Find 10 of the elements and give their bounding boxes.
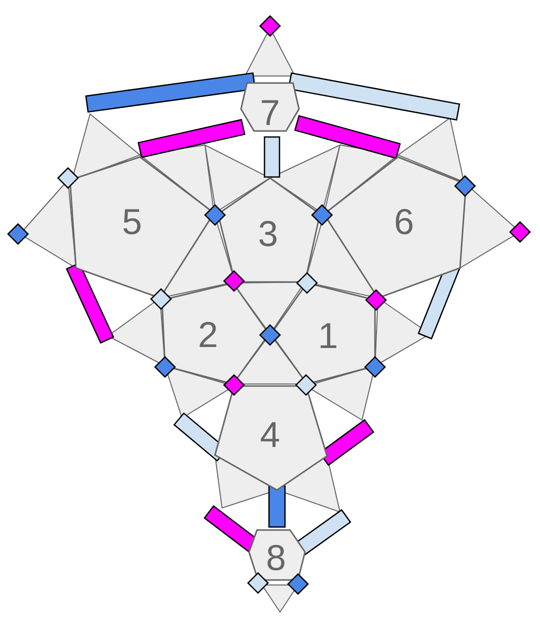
face-number: 3 bbox=[258, 216, 278, 252]
face-number: 6 bbox=[394, 204, 414, 240]
face-number: 2 bbox=[198, 317, 218, 353]
polygon-face bbox=[241, 83, 299, 131]
face-number: 4 bbox=[260, 417, 280, 453]
face-number: 1 bbox=[318, 318, 338, 354]
face-number: 5 bbox=[122, 204, 142, 240]
face-number: 8 bbox=[266, 540, 286, 576]
face-number: 7 bbox=[260, 95, 280, 131]
polygon-face bbox=[249, 530, 305, 580]
